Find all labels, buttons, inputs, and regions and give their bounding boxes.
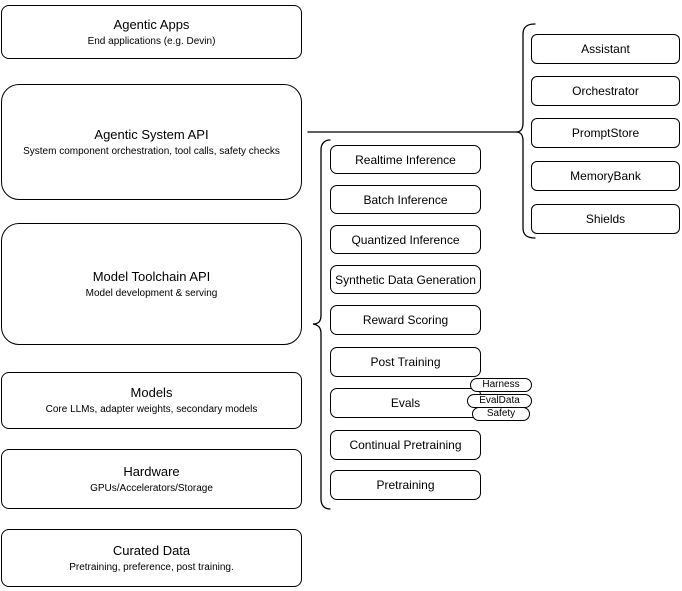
box-synthetic-data-generation: Synthetic Data Generation [330,265,481,294]
layer-subtitle: End applications (e.g. Devin) [87,35,216,47]
box-batch-inference: Batch Inference [330,185,481,214]
box-shields: Shields [531,204,680,234]
box-realtime-inference: Realtime Inference [330,145,481,174]
layer-title: Curated Data [112,542,191,558]
layer-title: Models [130,385,173,400]
box-reward-scoring: Reward Scoring [330,305,481,335]
pill-harness: Harness [470,378,532,392]
pill-evaldata: EvalData [467,394,532,408]
box-quantized-inference: Quantized Inference [330,225,481,254]
layer-subtitle: System component orchestration, tool cal… [23,145,280,157]
box-continual-pretraining: Continual Pretraining [330,430,481,460]
pill-safety: Safety [472,407,530,421]
box-post-training: Post Training [330,347,481,377]
layer-hardware: Hardware GPUs/Accelerators/Storage [1,449,302,509]
layer-title: Agentic System API [94,126,209,142]
layer-title: Hardware [123,463,180,479]
layer-title: Model Toolchain API [92,268,211,284]
layer-subtitle: Model development & serving [85,287,218,299]
layer-subtitle: Pretraining, preference, post training. [69,561,234,573]
box-promptstore: PromptStore [531,118,680,148]
layer-agentic-system-api: Agentic System API System component orch… [1,84,302,200]
box-assistant: Assistant [531,34,680,64]
box-orchestrator: Orchestrator [531,76,680,106]
layer-subtitle: GPUs/Accelerators/Storage [90,482,213,494]
layer-model-toolchain-api: Model Toolchain API Model development & … [1,223,302,345]
layer-agentic-apps: Agentic Apps End applications (e.g. Devi… [1,5,302,59]
layer-title: Agentic Apps [113,16,190,32]
box-evals: Evals [330,388,481,418]
layer-curated-data: Curated Data Pretraining, preference, po… [1,529,302,587]
box-pretraining: Pretraining [330,470,481,500]
layer-models: Models Core LLMs, adapter weights, secon… [1,372,302,429]
brace-toolchain-components [312,139,331,510]
layer-subtitle: Core LLMs, adapter weights, secondary mo… [45,404,258,415]
box-memorybank: MemoryBank [531,161,680,191]
